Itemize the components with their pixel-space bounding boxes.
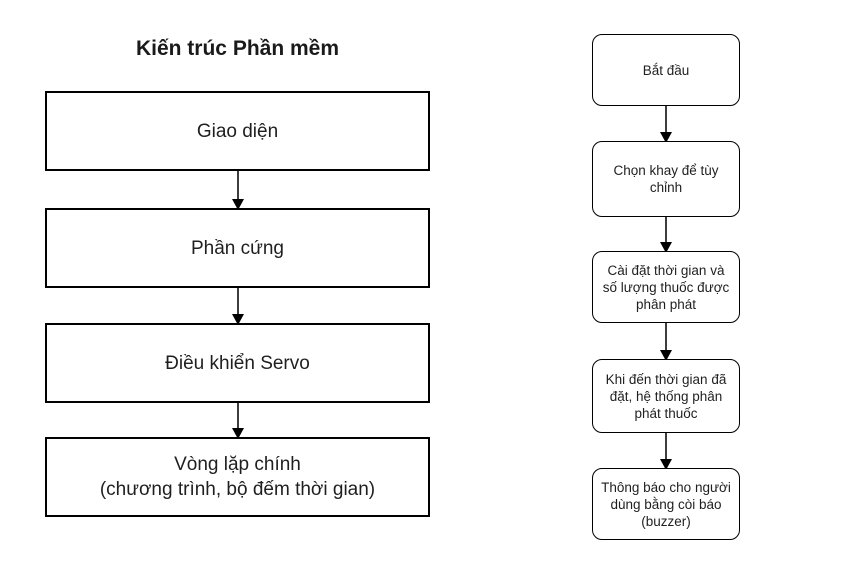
- flow-arrow-down: [665, 323, 667, 359]
- flow-arrow-down: [236, 171, 239, 208]
- left-chart-title: Kiến trúc Phần mềm: [135, 37, 340, 60]
- right-box-label: Cài đặt thời gian và số lượng thuốc được…: [602, 262, 730, 312]
- right-box-label: Chọn khay để tùy chỉnh: [613, 163, 719, 195]
- flow-arrow-down: [236, 288, 239, 323]
- right-box-phan-phat-thuoc: Khi đến thời gian đã đặt, hệ thống phân …: [592, 359, 740, 433]
- left-box-dieu-khien-servo: Điều khiển Servo: [45, 323, 430, 403]
- right-box-label: Khi đến thời gian đã đặt, hệ thống phân …: [605, 371, 727, 421]
- flow-arrow-down: [665, 217, 667, 251]
- left-box-label: Vòng lặp chính (chương trình, bộ đếm thờ…: [99, 454, 376, 500]
- right-box-label: Thông báo cho người dùng bằng còi báo (b…: [601, 479, 731, 529]
- right-box-bat-dau: Bắt đầu: [592, 34, 740, 106]
- right-box-chon-khay: Chọn khay để tùy chỉnh: [592, 141, 740, 217]
- flow-arrow-down: [665, 106, 667, 141]
- flow-arrow-down: [236, 403, 239, 437]
- left-box-label: Phần cứng: [190, 237, 284, 259]
- left-box-phan-cung: Phần cứng: [45, 208, 430, 288]
- right-box-cai-dat-thoi-gian: Cài đặt thời gian và số lượng thuốc được…: [592, 251, 740, 323]
- right-box-thong-bao-buzzer: Thông báo cho người dùng bằng còi báo (b…: [592, 468, 740, 540]
- left-box-label: Điều khiển Servo: [165, 352, 310, 374]
- left-box-label: Giao diện: [196, 120, 279, 142]
- right-box-label: Bắt đầu: [642, 62, 690, 78]
- left-box-giao-dien: Giao diện: [45, 91, 430, 171]
- left-box-vong-lap-chinh: Vòng lặp chính (chương trình, bộ đếm thờ…: [45, 437, 430, 517]
- flow-arrow-down: [665, 433, 667, 468]
